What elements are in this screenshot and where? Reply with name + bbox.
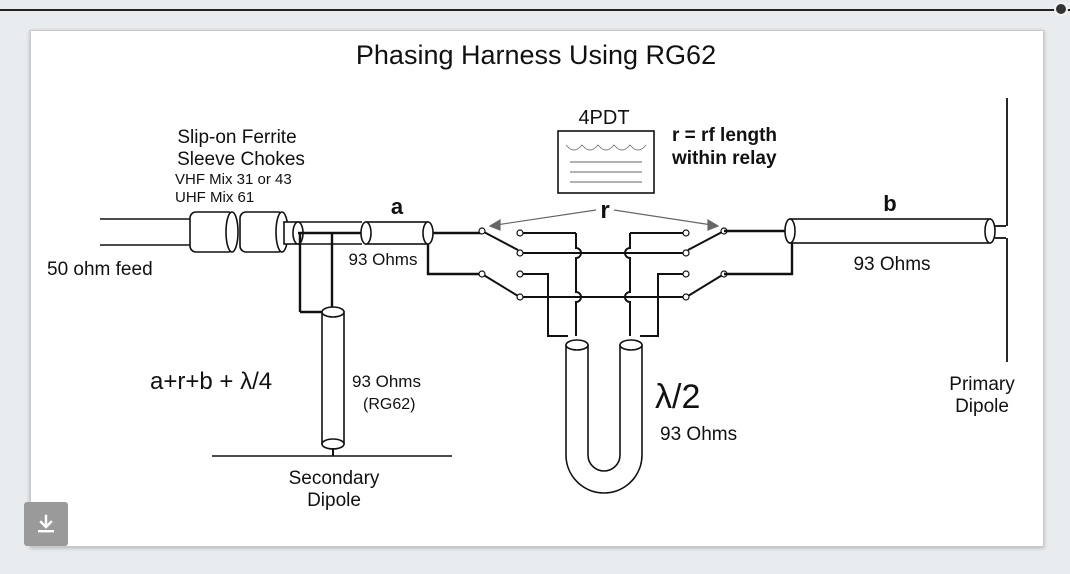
- impedance-halfwave: 93 Ohms: [660, 424, 737, 445]
- relay-label: 4PDT: [578, 107, 629, 129]
- label-a: a: [391, 194, 404, 219]
- stub-cable-type: (RG62): [363, 396, 415, 413]
- secondary-line1: Secondary: [289, 468, 380, 489]
- halfwave-label: λ/2: [655, 378, 700, 416]
- stub-cable: [321, 306, 345, 450]
- feed-coax: [100, 218, 192, 246]
- impedance-b: 93 Ohms: [853, 254, 930, 275]
- primary-dipole-element: [995, 98, 1008, 362]
- r-arrows: [488, 209, 720, 231]
- diagram-title: Phasing Harness Using RG62: [356, 40, 716, 70]
- tee-junction: [298, 221, 370, 314]
- cable-a-lead-bottom: [426, 244, 482, 276]
- ferrite-choke-1: [189, 211, 239, 253]
- relay-box: [557, 130, 655, 194]
- primary-line2: Dipole: [955, 396, 1009, 417]
- label-r: r: [600, 197, 609, 224]
- chokes-line3: VHF Mix 31 or 43: [175, 171, 292, 188]
- image-frame: [30, 30, 1044, 547]
- chokes-line1: Slip-on Ferrite: [177, 127, 296, 148]
- r-note-line2: within relay: [671, 148, 777, 169]
- halfwave-loop: [565, 339, 643, 494]
- cable-a: [360, 221, 434, 245]
- cable-b: [784, 218, 996, 244]
- r-note-line1: r = rf length: [672, 125, 777, 146]
- stub-formula: a+r+b + λ/4: [150, 368, 272, 395]
- cable-b-lead-bottom: [724, 242, 794, 276]
- feed-label: 50 ohm feed: [47, 259, 153, 280]
- ferrite-choke-2: [239, 211, 289, 253]
- chokes-line4: UHF Mix 61: [175, 189, 254, 206]
- download-icon: [38, 514, 54, 533]
- download-button[interactable]: [24, 502, 68, 546]
- top-divider: [0, 9, 1070, 11]
- close-icon[interactable]: [1054, 2, 1068, 16]
- relay-switch-network: [481, 230, 725, 337]
- impedance-a: 93 Ohms: [349, 250, 418, 269]
- chokes-line2: Sleeve Chokes: [177, 149, 305, 170]
- primary-line1: Primary: [949, 374, 1015, 395]
- relay-contacts: [478, 227, 728, 301]
- secondary-line2: Dipole: [307, 490, 361, 511]
- impedance-stub: 93 Ohms: [352, 372, 421, 391]
- label-b: b: [883, 191, 896, 216]
